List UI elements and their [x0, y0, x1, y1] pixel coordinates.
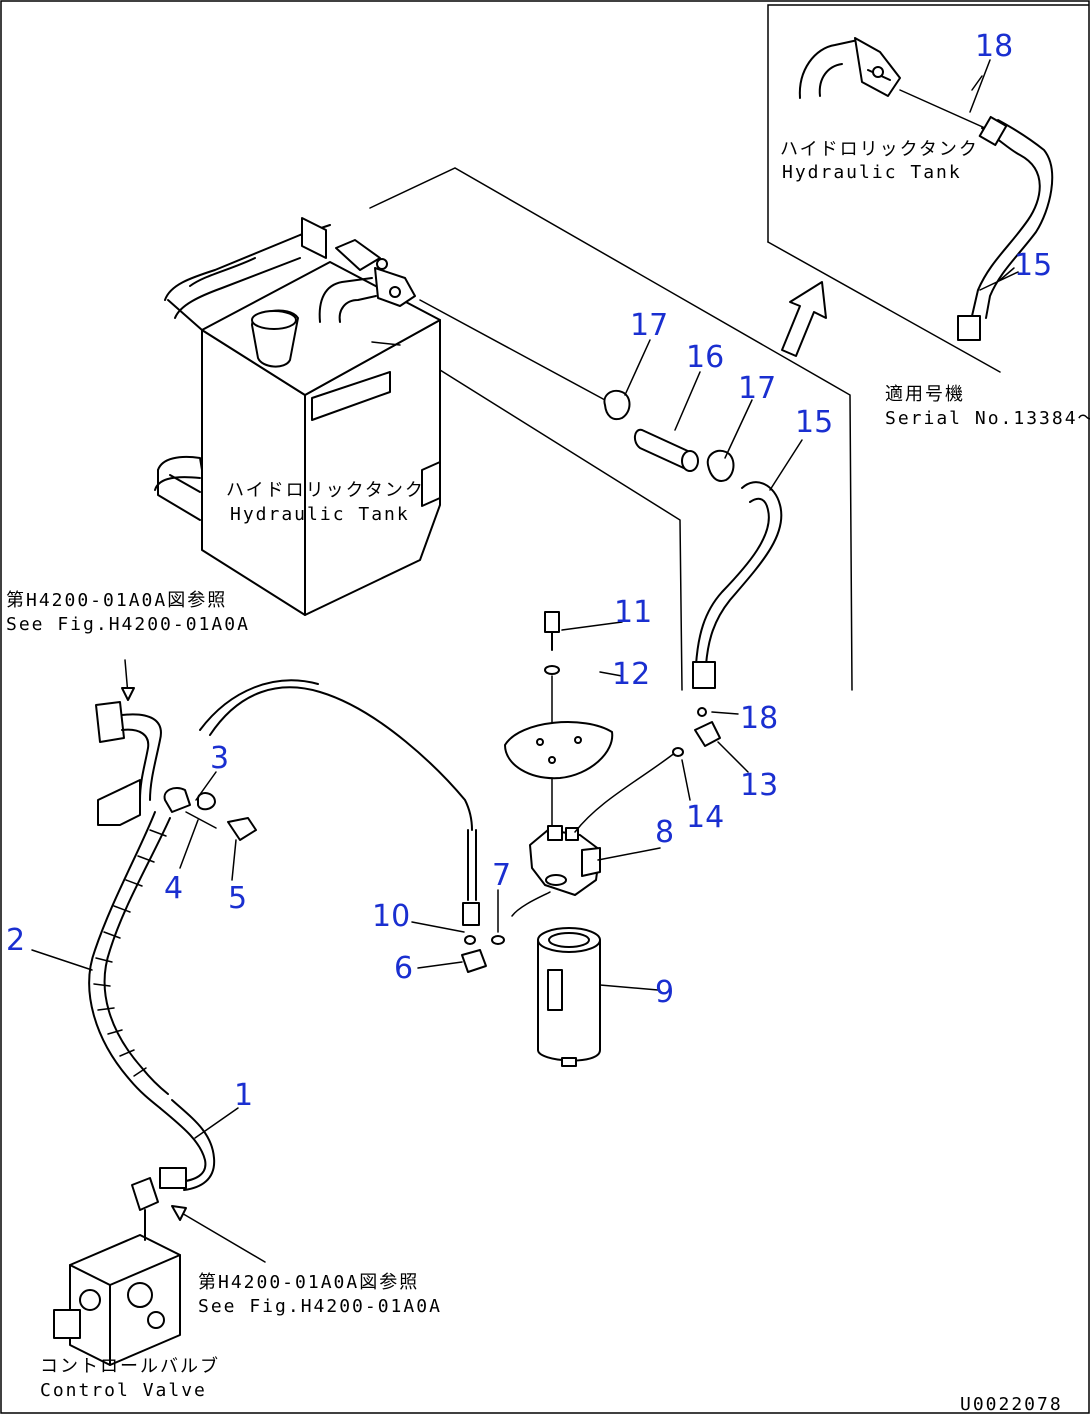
- annotations: ハイドロリックタンク Hydraulic Tank 適用号機 Serial No…: [6, 139, 1090, 1414]
- inset-tank-label-jp: ハイドロリックタンク: [780, 139, 979, 160]
- drawing-number: U0022078: [960, 1394, 1063, 1414]
- part-number-10: 10: [372, 899, 410, 934]
- part-number-18-inset: 18: [975, 29, 1013, 64]
- hydraulic-tank: [154, 217, 606, 616]
- valve-label-jp: コントロールバルブ: [40, 1355, 220, 1377]
- part-number-15: 15: [795, 405, 833, 440]
- serial-label-en: Serial No.13384～: [885, 408, 1090, 429]
- part-number-17b: 17: [738, 371, 776, 406]
- part-number-18: 18: [740, 701, 778, 736]
- part-numbers: 1 2 3 4 5 6 7 8 9 10 11 12 13 14 15 16 1…: [6, 29, 1052, 1113]
- serial-label-jp: 適用号機: [885, 384, 965, 405]
- part-number-8: 8: [655, 815, 674, 850]
- inset-tank-label-en: Hydraulic Tank: [782, 162, 962, 183]
- part-number-14: 14: [686, 800, 724, 835]
- filter-assembly: [461, 611, 721, 1067]
- part-number-6: 6: [394, 951, 413, 986]
- tank-label-en: Hydraulic Tank: [230, 504, 410, 525]
- part-number-2: 2: [6, 923, 25, 958]
- part-number-3: 3: [210, 741, 229, 776]
- part-number-4: 4: [164, 871, 183, 906]
- inset-box: [767, 4, 1089, 373]
- part-number-11: 11: [614, 595, 652, 630]
- part-number-16: 16: [686, 340, 724, 375]
- part-number-13: 13: [740, 768, 778, 803]
- part-number-1: 1: [234, 1078, 253, 1113]
- part-number-7: 7: [492, 858, 511, 893]
- leader-lines: [31, 59, 1019, 1139]
- ref-top-label-en: See Fig.H4200-01A0A: [6, 614, 250, 635]
- ref-bottom-label-jp: 第H4200-01A0A図参照: [198, 1272, 419, 1293]
- valve-label-en: Control Valve: [40, 1380, 207, 1401]
- hose-clamp-assembly: [603, 389, 783, 689]
- ref-bottom-label-en: See Fig.H4200-01A0A: [198, 1296, 442, 1317]
- part-number-12: 12: [612, 657, 650, 692]
- part-number-17a: 17: [630, 308, 668, 343]
- part-number-9: 9: [655, 975, 674, 1010]
- ref-top-label-jp: 第H4200-01A0A図参照: [6, 590, 227, 611]
- part-number-15-inset: 15: [1014, 248, 1052, 283]
- direction-arrow: [781, 281, 827, 357]
- part-number-5: 5: [228, 881, 247, 916]
- hose-routing: [53, 659, 473, 1366]
- tank-label-jp: ハイドロリックタンク: [226, 480, 425, 501]
